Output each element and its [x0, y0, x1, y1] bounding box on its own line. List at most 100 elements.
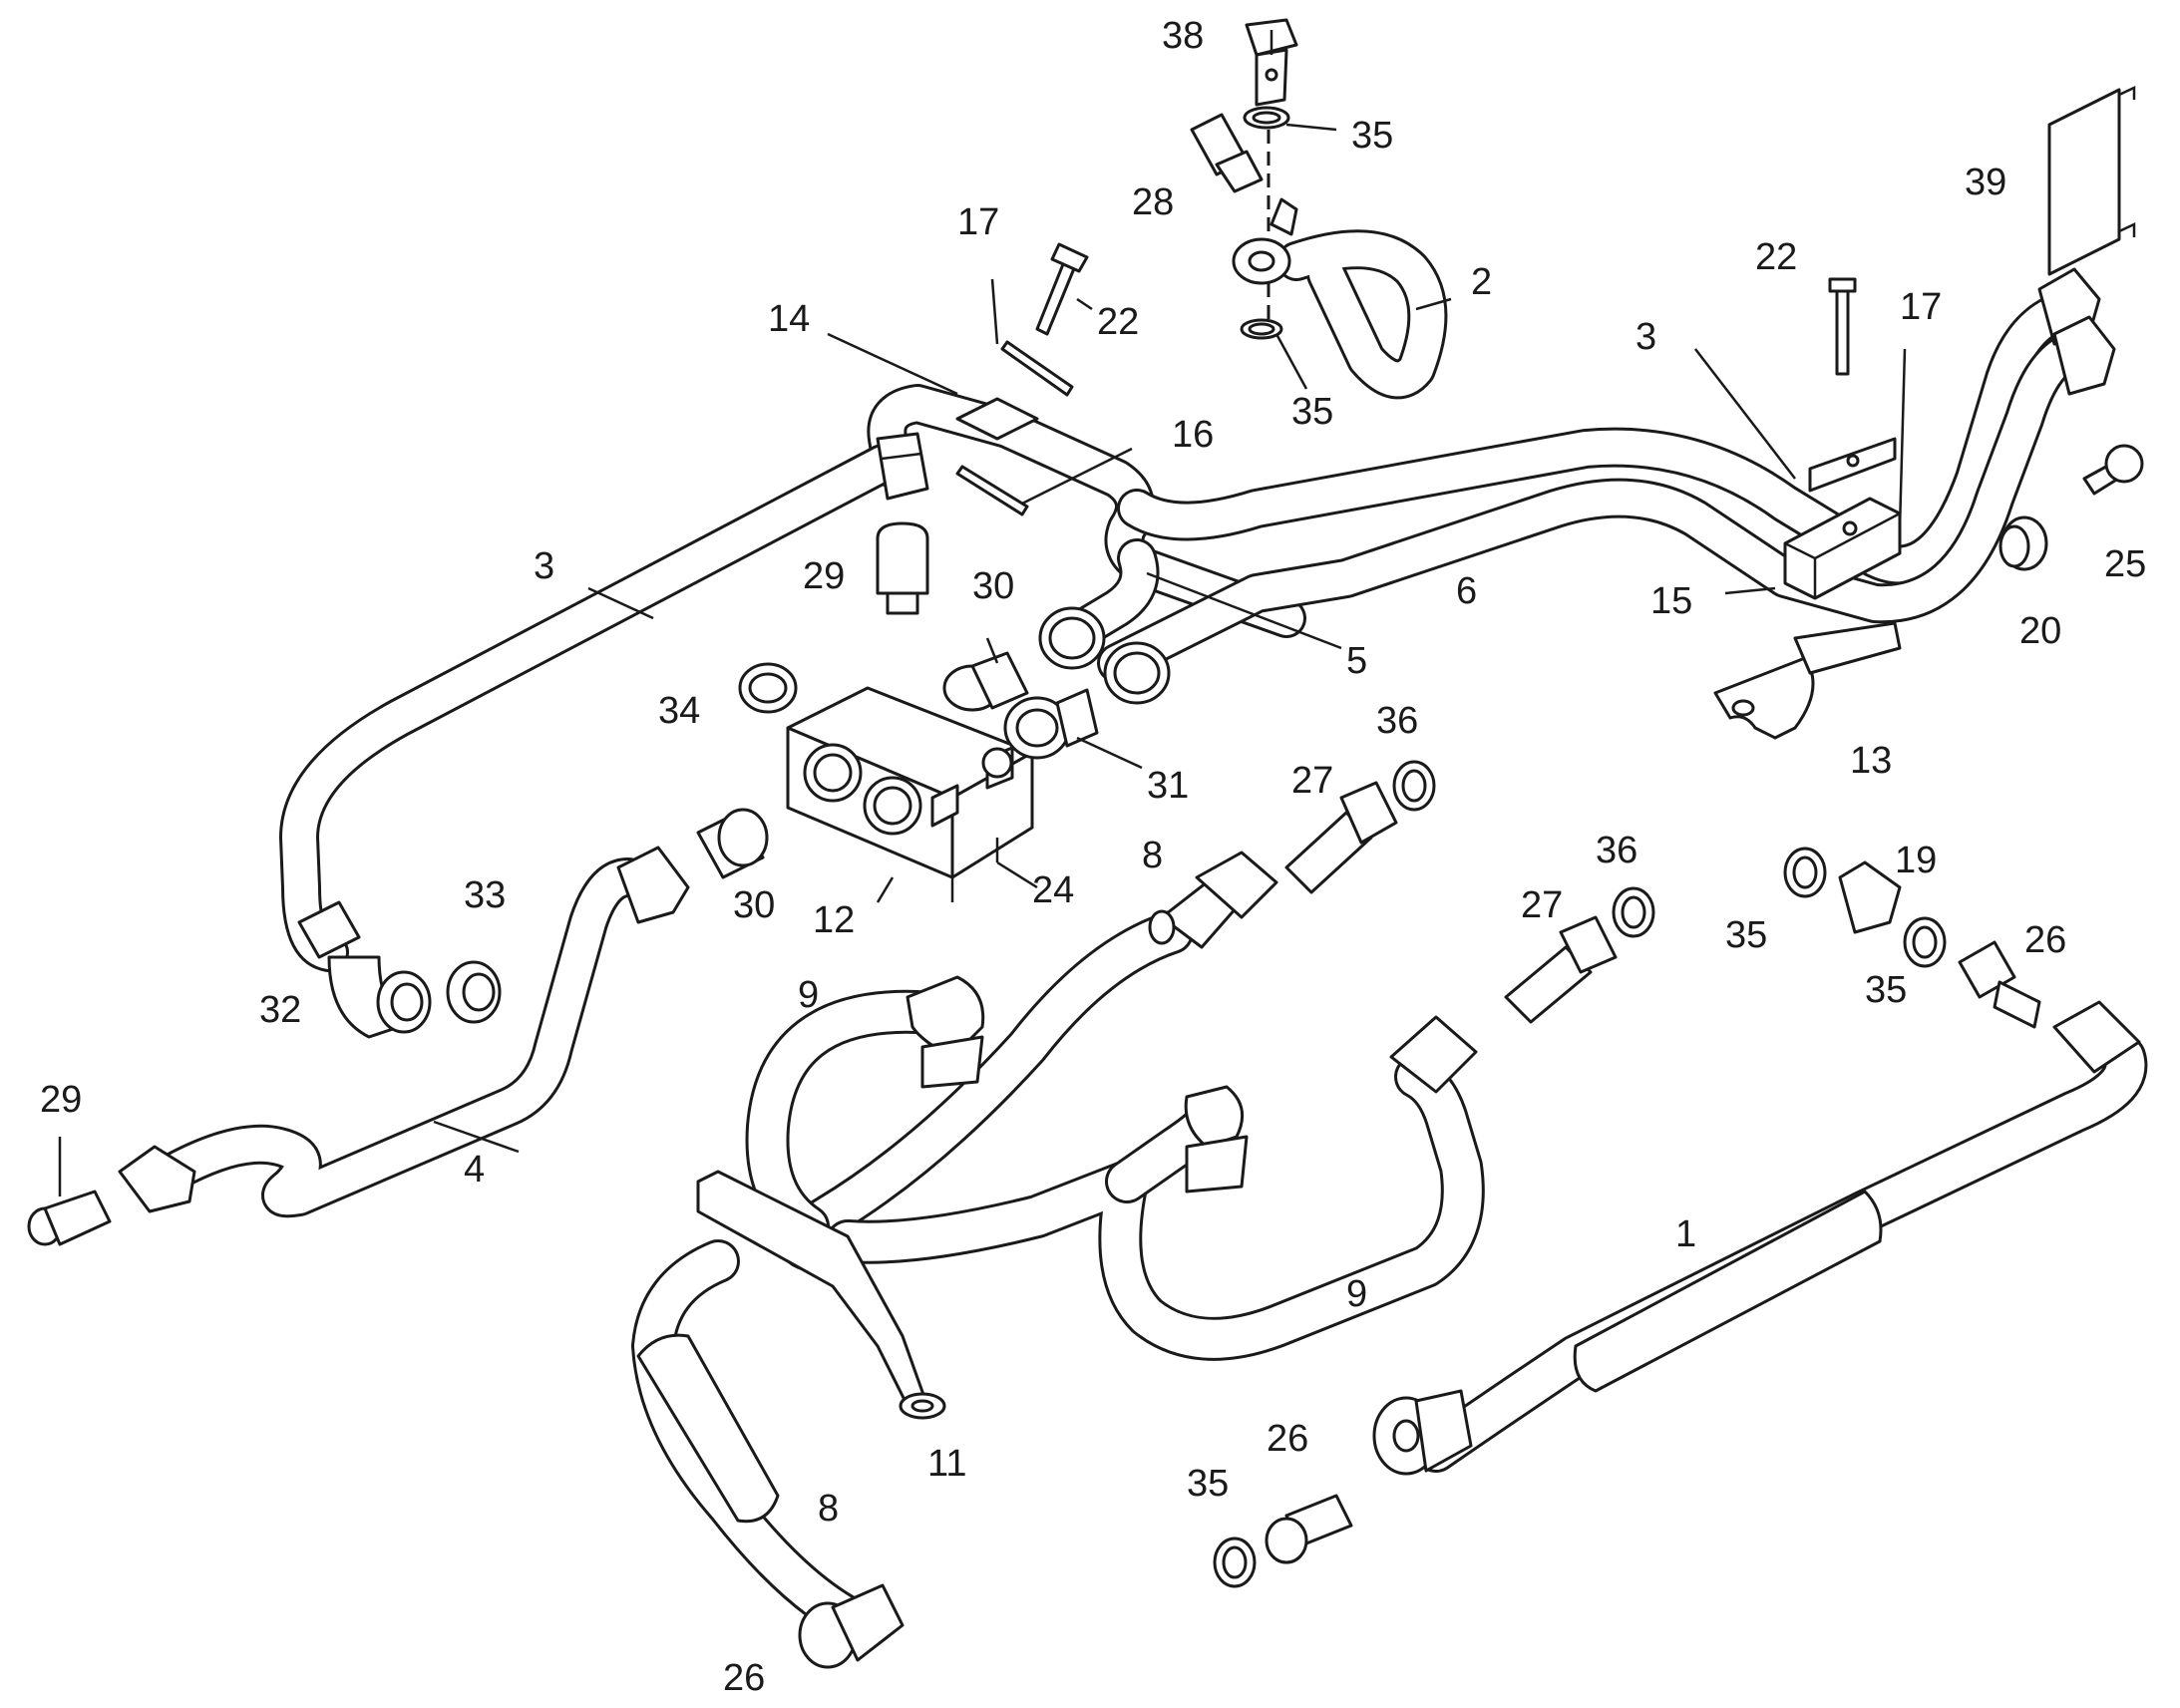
callout-30-upper: 30 — [972, 565, 1014, 607]
hose-1 — [1414, 1035, 2148, 1473]
fitting-27-lower — [1504, 915, 1618, 1024]
connector-8-upper — [1148, 851, 1278, 949]
fitting-31 — [1003, 688, 1099, 760]
washer-35-right-a — [1783, 847, 1827, 898]
pipe-5 — [1047, 538, 1160, 658]
callout-35-lower-left: 35 — [1187, 1463, 1229, 1505]
nut-pipe-5 — [1038, 606, 1106, 670]
connector-1-left — [1372, 1389, 1473, 1476]
callout-29-upper: 29 — [803, 555, 845, 597]
fitting-26-lower — [1265, 1494, 1353, 1564]
nut-pipe-6 — [1103, 641, 1171, 705]
callout-26-lower: 26 — [1267, 1418, 1308, 1460]
nut-pipe-6-end — [2052, 315, 2116, 396]
callout-20: 20 — [2019, 610, 2061, 652]
callout-26-right: 26 — [2024, 919, 2066, 961]
clamp-14 — [955, 397, 1039, 441]
pipe-3-right — [1117, 289, 2089, 585]
connector-9-upper — [906, 975, 985, 1089]
callout-3-left: 3 — [534, 545, 554, 587]
fitting-30-upper — [942, 651, 1029, 712]
callout-3-right: 3 — [1635, 316, 1656, 358]
callout-35-top: 35 — [1351, 115, 1393, 157]
callout-15: 15 — [1650, 580, 1692, 622]
callout-36-upper: 36 — [1376, 700, 1418, 742]
connector-1-right — [2052, 1000, 2141, 1074]
callout-32: 32 — [259, 989, 301, 1031]
callout-17-right: 17 — [1900, 286, 1942, 328]
callout-17-left: 17 — [957, 201, 999, 243]
callout-34: 34 — [658, 690, 700, 732]
callout-33: 33 — [464, 874, 506, 916]
callout-28: 28 — [1132, 181, 1174, 223]
callout-11: 11 — [927, 1443, 966, 1485]
bracket-11 — [696, 1170, 946, 1420]
nut-pipe-4-lower — [118, 1145, 196, 1213]
hose-8-lower — [631, 1239, 885, 1647]
callout-19: 19 — [1895, 840, 1937, 881]
connector-9-middle — [1184, 1085, 1249, 1194]
callout-1: 1 — [1675, 1213, 1696, 1255]
callout-38: 38 — [1162, 15, 1204, 57]
nut-33 — [446, 960, 502, 1024]
callout-8-upper: 8 — [1142, 835, 1163, 876]
callout-26-bottom: 26 — [723, 1657, 765, 1699]
pin-16 — [955, 465, 1029, 516]
callout-36-lower: 36 — [1596, 830, 1637, 871]
nut-pipe-4-upper — [616, 846, 690, 924]
spacer-20 — [1998, 515, 2048, 571]
washer-36-upper — [1392, 760, 1436, 812]
bolt-25 — [2082, 444, 2144, 496]
callout-35-right-a: 35 — [1725, 914, 1767, 956]
bracket-13 — [1713, 621, 1902, 740]
callout-2: 2 — [1471, 261, 1492, 303]
callout-8-lower: 8 — [818, 1488, 839, 1530]
plate-39 — [2047, 86, 2136, 276]
bolt-22-right — [1828, 277, 1857, 376]
clamp-15 — [1783, 497, 1902, 600]
callout-35-mid: 35 — [1291, 391, 1333, 433]
callout-22-right: 22 — [1755, 236, 1797, 278]
banjo-body — [1232, 197, 1298, 285]
pipe-6 — [1097, 329, 2099, 683]
callout-29-lower: 29 — [40, 1079, 82, 1121]
callout-35-right-b: 35 — [1865, 969, 1907, 1011]
callout-30-lower: 30 — [733, 884, 775, 926]
pipe-2 — [1276, 229, 1448, 400]
callout-39: 39 — [1965, 162, 2006, 203]
washer-36-lower — [1612, 886, 1655, 938]
callout-4: 4 — [464, 1149, 485, 1191]
callout-25: 25 — [2104, 543, 2146, 585]
fitting-30-lower — [696, 808, 769, 879]
washer-35-lower-left — [1213, 1537, 1257, 1588]
block-12 — [786, 686, 1034, 902]
callout-16: 16 — [1172, 414, 1214, 456]
nut-19 — [1838, 860, 1902, 934]
fitting-26-bottom — [798, 1583, 905, 1669]
callout-9-lower: 9 — [1346, 1273, 1367, 1315]
pin-17-left — [1000, 340, 1074, 397]
bolt-22-left — [1035, 242, 1089, 336]
washer-35-lower — [1240, 318, 1283, 340]
callout-14: 14 — [768, 298, 810, 340]
callout-13: 13 — [1850, 740, 1892, 782]
callout-27-lower: 27 — [1521, 884, 1563, 926]
fitting-29-lower — [27, 1190, 112, 1246]
connector-9-right — [1389, 1015, 1478, 1094]
fitting-27-upper — [1284, 781, 1398, 894]
pipe-4 — [155, 857, 648, 1218]
leader-lines — [58, 30, 1907, 1196]
plug-34 — [738, 662, 798, 714]
washer-35-right-b — [1903, 916, 1947, 968]
callout-9-upper: 9 — [798, 974, 819, 1016]
callout-6: 6 — [1456, 570, 1477, 612]
callout-24: 24 — [1032, 869, 1074, 911]
callout-12: 12 — [813, 899, 855, 941]
fitting-14-nut — [876, 432, 929, 501]
fitting-29-upper — [876, 521, 929, 615]
callout-27-upper: 27 — [1291, 760, 1333, 802]
union-28 — [1190, 113, 1264, 193]
callout-31: 31 — [1147, 765, 1189, 807]
callout-5: 5 — [1346, 640, 1367, 682]
